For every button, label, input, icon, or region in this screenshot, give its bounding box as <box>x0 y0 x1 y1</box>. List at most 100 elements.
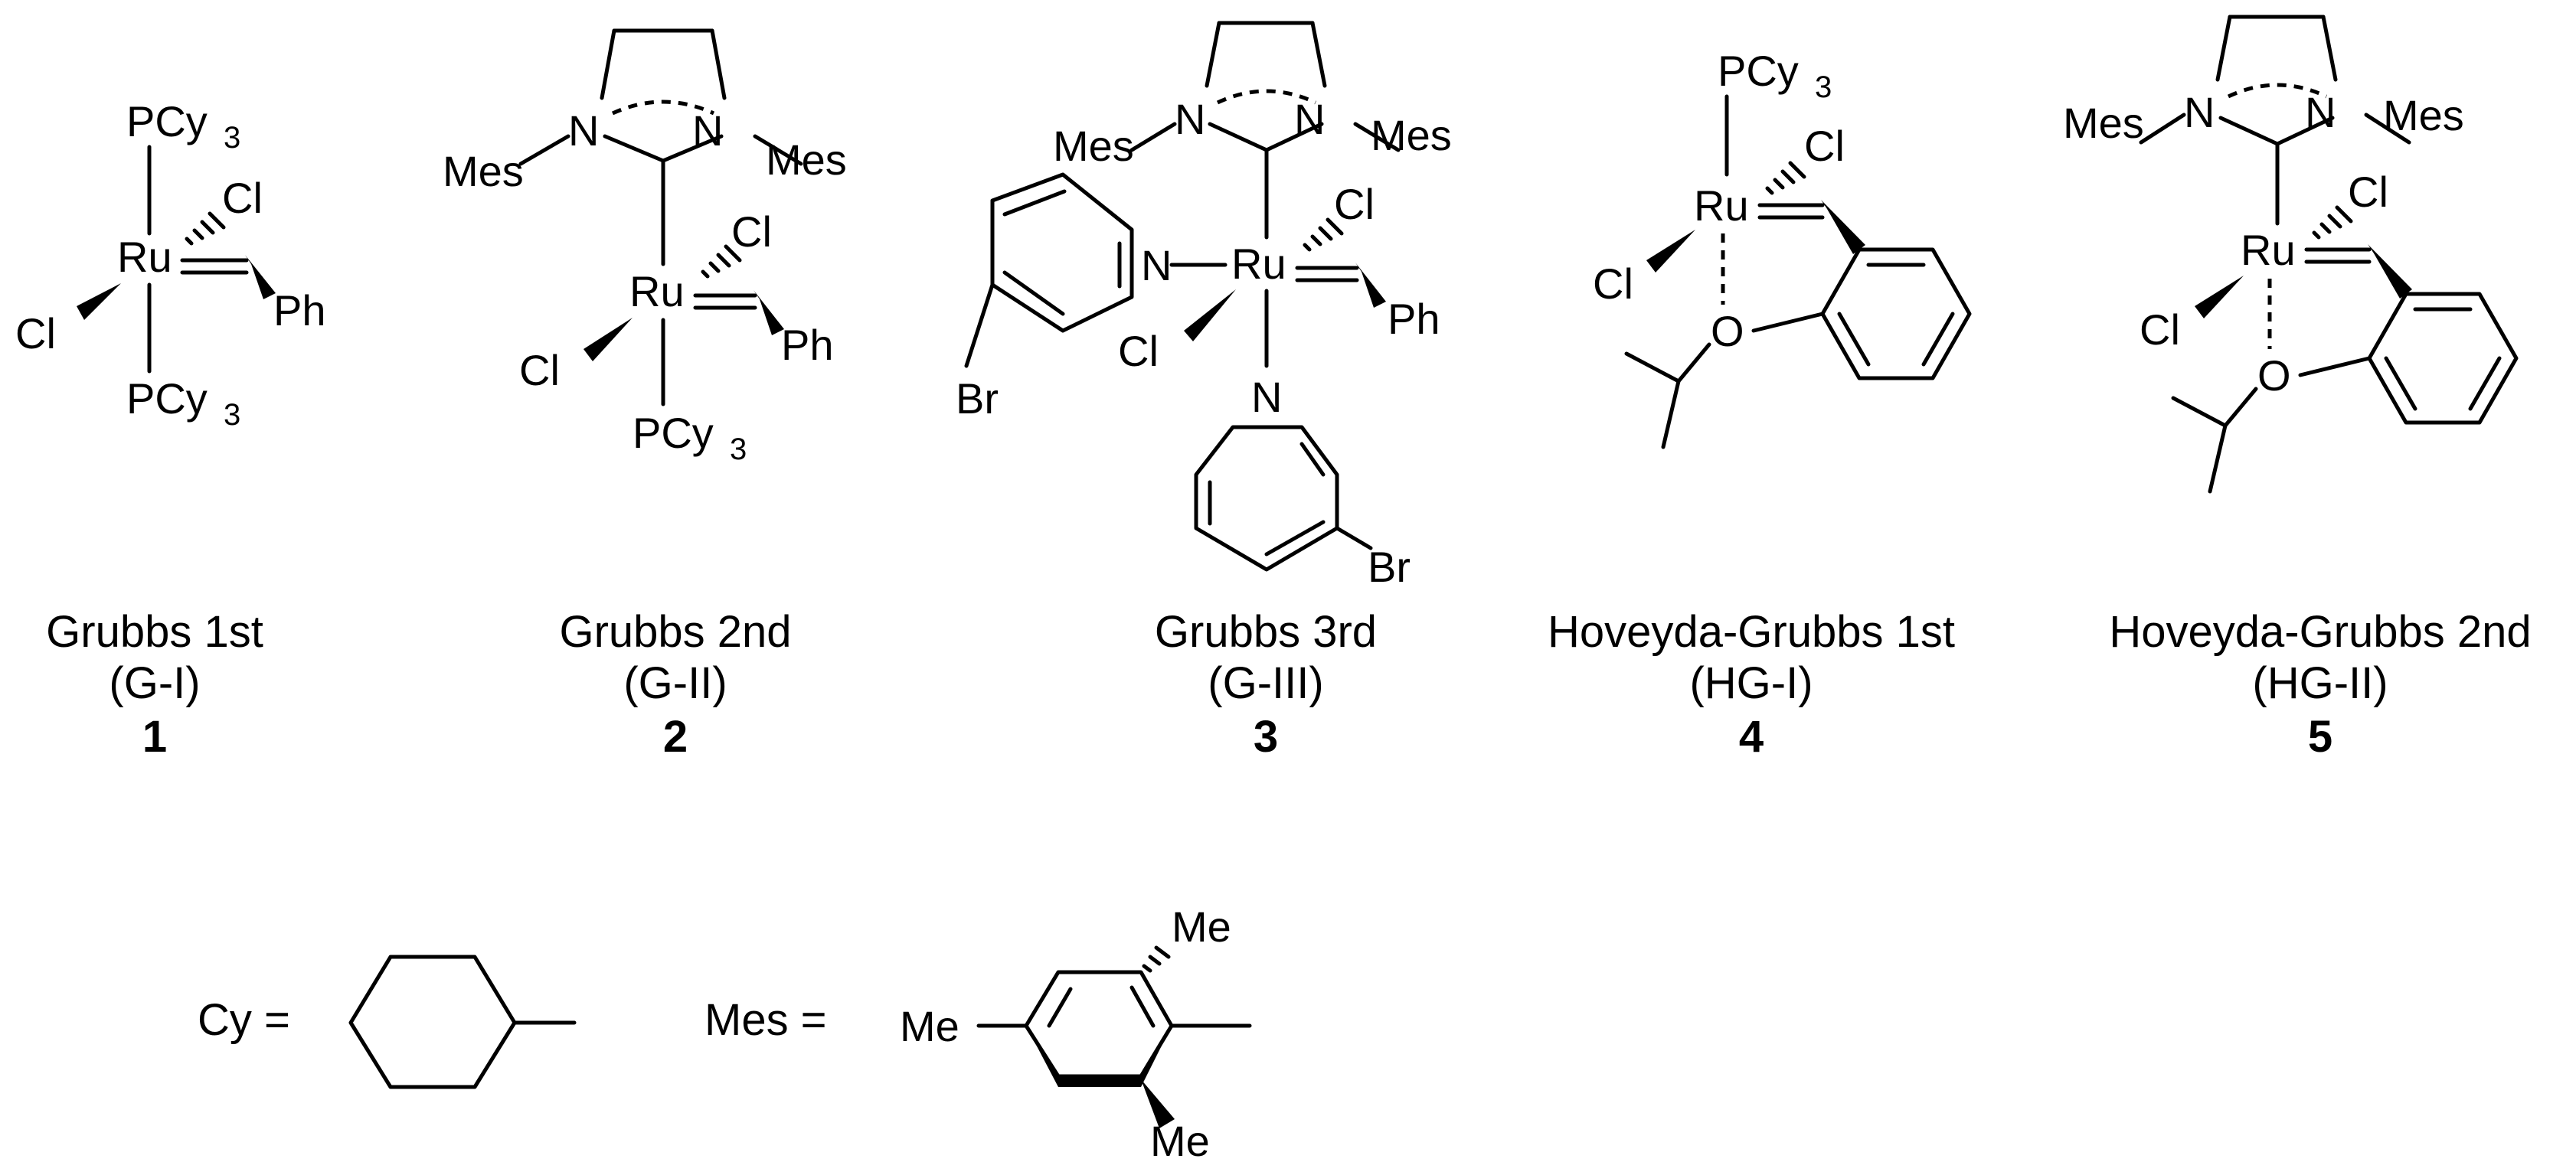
delocalized-bond <box>2227 83 2328 99</box>
atom-me: Me <box>900 1002 959 1050</box>
subscript: 3 <box>730 432 747 466</box>
legend-mesityl: Mes = Me Me Me <box>704 903 1252 1162</box>
benzene-ring <box>1820 247 1972 380</box>
caption-3: Grubbs 3rd (G-III) 3 <box>1155 607 1377 762</box>
compound-number: 2 <box>663 712 688 762</box>
atom-cl: Cl <box>2348 168 2388 216</box>
legend-label: Cy = <box>198 995 290 1045</box>
structure-grubbs-3: N N Mes Mes Ru Cl Cl Ph N Br N <box>956 21 1452 591</box>
compound-number: 3 <box>1254 712 1278 762</box>
atom-n: N <box>1175 95 1205 143</box>
compound-number: 4 <box>1739 712 1764 762</box>
legend-label: Mes = <box>704 995 827 1045</box>
atom-ru: Ru <box>117 233 172 281</box>
atom-ru: Ru <box>629 267 685 315</box>
wedge-bond <box>584 318 633 361</box>
compound-number: 5 <box>2308 712 2332 762</box>
caption-2: Grubbs 2nd (G-II) 2 <box>559 607 791 762</box>
atom-cl: Cl <box>731 207 772 256</box>
structure-hoveyda-grubbs-1: PCy 3 Ru Cl Cl O <box>1593 47 1972 449</box>
atom-cl: Cl <box>519 346 560 394</box>
atom-cl: Cl <box>1334 180 1375 228</box>
atom-ru: Ru <box>1231 240 1286 288</box>
wedge-bond <box>1821 200 1865 254</box>
compound-abbreviation: (HG-I) <box>1689 658 1813 708</box>
hashed-bond <box>185 211 226 246</box>
structure-grubbs-1: PCy 3 Ru PCy 3 Cl Cl Ph <box>15 97 326 432</box>
wedge-bond <box>2368 244 2412 299</box>
atom-cl: Cl <box>222 174 263 222</box>
structure-hoveyda-grubbs-2: N N Mes Mes Ru Cl Cl O <box>2063 15 2519 494</box>
atom-mes: Mes <box>766 135 847 184</box>
caption-1: Grubbs 1st (G-I) 1 <box>46 607 263 762</box>
subscript: 3 <box>224 398 240 432</box>
atom-p: PCy <box>633 409 714 457</box>
delocalized-bond <box>611 100 715 116</box>
atom-n: N <box>2184 88 2215 136</box>
atom-n: N <box>1251 373 1282 421</box>
atom-cl: Cl <box>1804 122 1845 170</box>
atom-cl: Cl <box>2140 305 2180 354</box>
atom-me: Me <box>1150 1117 1210 1162</box>
atom-n: N <box>692 106 723 155</box>
hashed-bond <box>701 244 742 279</box>
atom-cl: Cl <box>15 309 56 357</box>
pyridine-ring <box>990 172 1134 333</box>
atom-me: Me <box>1172 903 1231 951</box>
atom-ph: Ph <box>273 286 326 335</box>
atom-mes: Mes <box>1053 122 1134 170</box>
atom-ru: Ru <box>1694 181 1749 230</box>
atom-mes: Mes <box>2383 91 2464 139</box>
compound-abbreviation: (G-III) <box>1208 658 1323 708</box>
compound-name: Grubbs 3rd <box>1155 607 1377 657</box>
atom-ph: Ph <box>781 321 834 369</box>
compound-number: 1 <box>142 712 167 762</box>
cyclohexane-ring <box>348 955 517 1089</box>
atom-ph: Ph <box>1388 295 1440 343</box>
atom-n: N <box>1294 95 1325 143</box>
wedge-bond <box>245 255 276 299</box>
benzene-ring <box>2367 292 2519 425</box>
wedge-bond <box>1646 230 1695 273</box>
atom-p: PCy <box>126 374 208 423</box>
compound-name: Hoveyda-Grubbs 1st <box>1548 607 1955 657</box>
atom-cl: Cl <box>1118 327 1159 375</box>
wedge-bond <box>1355 263 1386 308</box>
compound-abbreviation: (G-II) <box>623 658 727 708</box>
caption-5: Hoveyda-Grubbs 2nd (HG-II) 5 <box>2109 607 2531 762</box>
atom-br: Br <box>956 374 999 423</box>
compound-name: Grubbs 1st <box>46 607 263 657</box>
atom-p: PCy <box>1718 47 1799 95</box>
atom-n: N <box>568 106 599 155</box>
hashed-bond <box>2312 205 2353 240</box>
wedge-bond <box>1141 1079 1175 1128</box>
atom-cl: Cl <box>1593 259 1633 308</box>
hashed-bond <box>1142 945 1171 973</box>
subscript: 3 <box>224 121 240 155</box>
atom-n: N <box>2305 88 2336 136</box>
atom-mes: Mes <box>443 147 524 195</box>
atom-br: Br <box>1368 543 1411 591</box>
compound-abbreviation: (G-I) <box>109 658 200 708</box>
atom-mes: Mes <box>1371 111 1452 159</box>
atom-mes: Mes <box>2063 99 2144 147</box>
wedge-bond <box>1026 1026 1172 1087</box>
hashed-bond <box>1765 161 1806 195</box>
legend-cyclohexyl: Cy = <box>198 955 577 1089</box>
atom-o: O <box>2257 351 2291 400</box>
compound-name: Hoveyda-Grubbs 2nd <box>2109 607 2531 657</box>
wedge-bond <box>1184 289 1236 341</box>
compound-name: Grubbs 2nd <box>559 607 791 657</box>
pyridine-ring <box>1194 425 1339 572</box>
delocalized-bond <box>1216 89 1317 105</box>
caption-4: Hoveyda-Grubbs 1st (HG-I) 4 <box>1548 607 1955 762</box>
atom-p: PCy <box>126 97 208 145</box>
atom-o: O <box>1711 307 1744 355</box>
atom-ru: Ru <box>2241 226 2296 274</box>
atom-n: N <box>1141 241 1172 289</box>
hashed-bond <box>1303 217 1344 252</box>
wedge-bond <box>754 290 784 335</box>
structure-grubbs-2: N N Mes Mes Ru Cl Cl Ph PCy 3 <box>443 28 847 466</box>
compound-abbreviation: (HG-II) <box>2252 658 2388 708</box>
